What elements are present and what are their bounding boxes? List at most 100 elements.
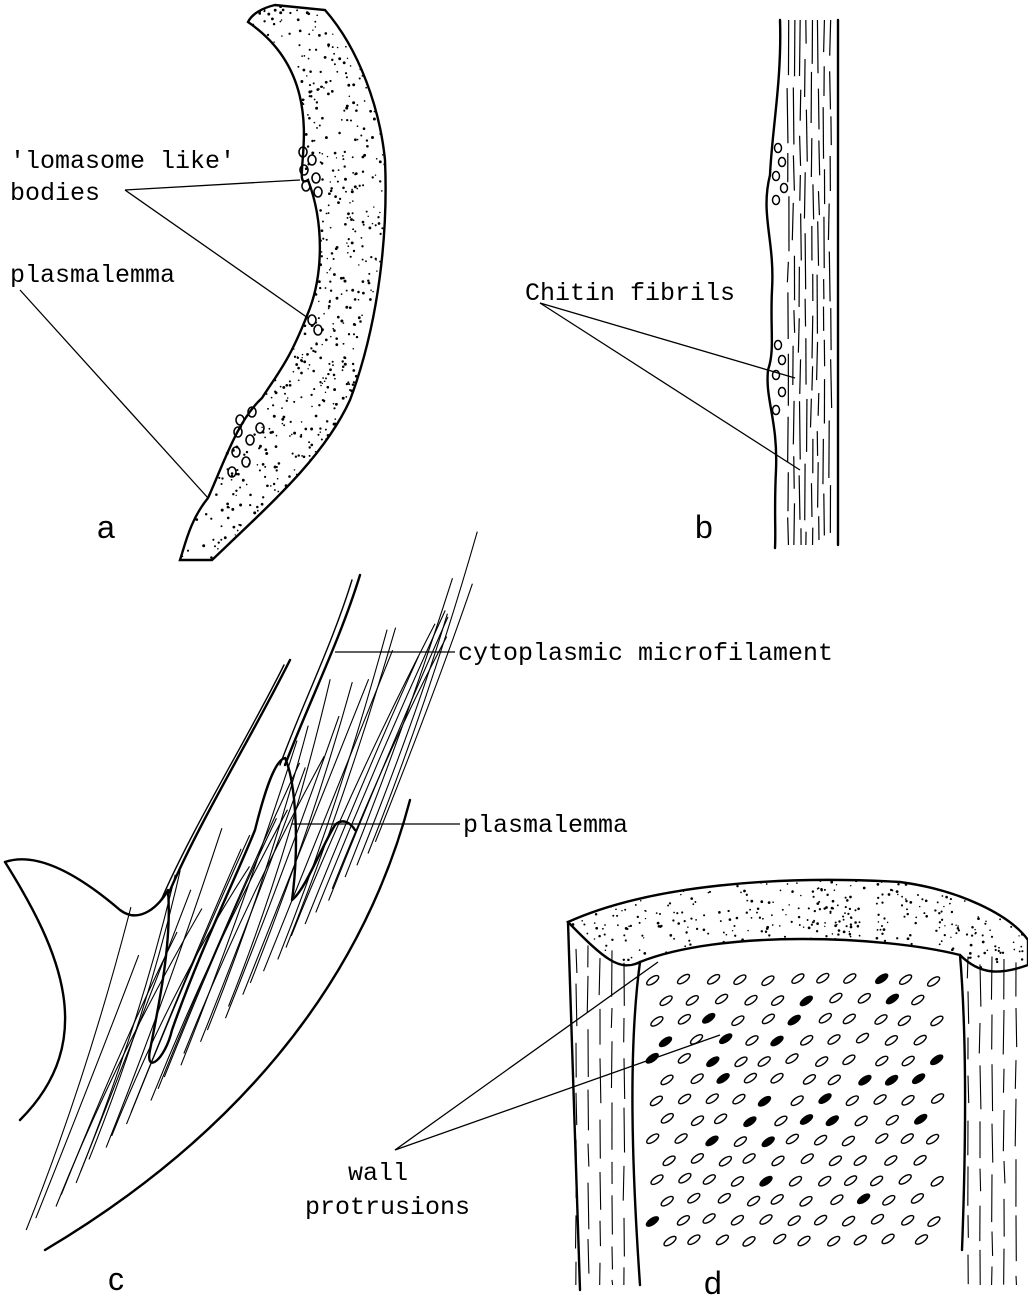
stipple-dot [645, 910, 647, 912]
wall-protrusion [742, 1235, 757, 1248]
wall-protrusion [814, 1055, 829, 1068]
wall-fibril [611, 1008, 612, 1028]
stipple-dot [302, 354, 303, 355]
stipple-dot [694, 901, 696, 903]
stipple-dot [347, 252, 349, 254]
stipple-dot [372, 223, 374, 225]
stipple-dot [1021, 950, 1023, 952]
wall-protrusion [702, 1173, 717, 1186]
stipple-dot [637, 916, 639, 918]
stipple-dot [352, 363, 354, 365]
stipple-dot [330, 181, 331, 182]
stipple-dot [337, 316, 340, 319]
stipple-dot [768, 934, 770, 936]
stipple-dot [944, 934, 946, 936]
lomasome-body [302, 181, 310, 191]
stipple-dot [363, 154, 366, 157]
stipple-dot [372, 291, 374, 293]
wall-protrusion [770, 994, 785, 1007]
stipple-dot [320, 71, 322, 73]
stipple-dot [341, 293, 343, 295]
panel-d-letter: d [704, 1265, 722, 1298]
stipple-dot [221, 509, 224, 512]
stipple-dot [309, 364, 311, 366]
panel-a-label-lomasome-line2: bodies [10, 179, 100, 208]
stipple-dot [334, 418, 336, 420]
stipple-dot [921, 898, 923, 900]
stipple-dot [336, 297, 339, 300]
wall-protrusion [841, 1053, 856, 1066]
panel-b-leader-1 [540, 303, 795, 378]
stipple-dot [843, 919, 845, 921]
stipple-dot [818, 901, 820, 903]
wall-protrusion [714, 993, 729, 1006]
stipple-dot [938, 912, 940, 914]
fibril [812, 316, 813, 359]
stipple-dot [226, 452, 229, 455]
stipple-dot [939, 943, 941, 945]
stipple-dot [808, 907, 810, 909]
stipple-dot [212, 539, 214, 541]
stipple-dot [969, 952, 972, 955]
wall-protrusion [690, 1114, 705, 1127]
stipple-dot [303, 455, 306, 458]
stipple-dot [261, 503, 264, 506]
stipple-dot [680, 894, 681, 895]
stipple-dot [615, 908, 617, 910]
stipple-dot [720, 920, 722, 922]
stipple-dot [266, 393, 268, 395]
stipple-dot [736, 917, 739, 920]
stipple-dot [376, 158, 378, 160]
stipple-dot [282, 386, 285, 389]
stipple-dot [371, 136, 374, 139]
wall-fibril [588, 1183, 589, 1230]
stipple-dot [983, 952, 986, 955]
stipple-dot [1019, 950, 1021, 952]
stipple-dot [905, 883, 908, 886]
wall-protrusion [645, 974, 660, 987]
stipple-dot [676, 912, 678, 914]
wall-protrusion [828, 1154, 843, 1167]
stipple-dot [333, 329, 336, 332]
stipple-dot [315, 451, 317, 453]
stipple-dot [308, 58, 310, 60]
stipple-dot [909, 901, 912, 904]
wall-protrusion [790, 1094, 805, 1107]
stipple-dot [310, 444, 313, 447]
wall-protrusion [785, 1133, 800, 1146]
wall-protrusion [659, 994, 674, 1007]
stipple-dot [297, 356, 299, 358]
stipple-dot [850, 885, 851, 886]
stipple-dot [854, 921, 857, 924]
wall-fibril [112, 866, 250, 1136]
stipple-dot [300, 80, 303, 83]
stipple-dot [237, 530, 239, 532]
stipple-dot [832, 933, 834, 935]
wall-protrusion [930, 1175, 945, 1188]
stipple-dot [253, 433, 255, 435]
stipple-dot [379, 261, 381, 263]
stipple-dot [281, 19, 283, 21]
wall-protrusion [742, 1115, 757, 1128]
stipple-dot [819, 879, 821, 881]
stipple-dot [333, 374, 336, 377]
stipple-dot [319, 357, 322, 360]
stipple-dot [772, 901, 774, 903]
wall-protrusion [843, 1174, 858, 1187]
stipple-dot [324, 32, 327, 35]
stipple-dot [293, 348, 295, 350]
stipple-dot [279, 5, 282, 8]
stipple-dot [325, 81, 328, 84]
stipple-dot [943, 906, 944, 907]
stipple-dot [231, 472, 234, 475]
stipple-dot [289, 12, 291, 14]
stipple-dot [257, 510, 259, 512]
stipple-dot [318, 317, 320, 319]
stipple-dot [332, 46, 334, 48]
stipple-dot [846, 899, 849, 902]
wall-protrusion [884, 1074, 899, 1087]
stipple-dot [707, 933, 709, 935]
wall-protrusion [845, 1094, 860, 1107]
stipple-dot [338, 132, 341, 135]
fibril [800, 175, 801, 201]
